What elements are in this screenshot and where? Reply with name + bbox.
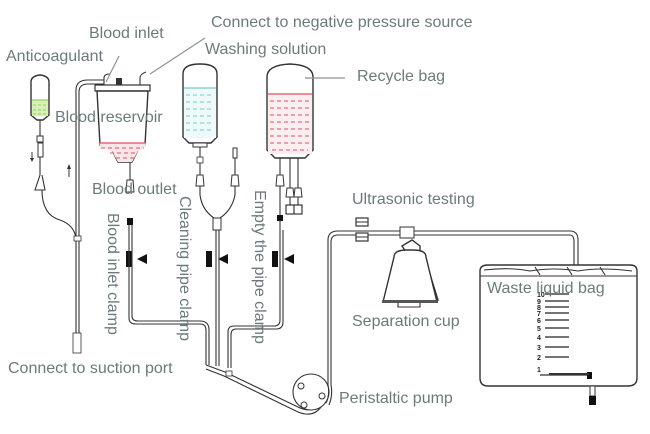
anticoagulant-bag bbox=[30, 74, 77, 239]
label-peristaltic-pump: Peristaltic pump bbox=[339, 390, 453, 407]
scale-label: 6 bbox=[537, 318, 541, 325]
washing-solution-bag bbox=[182, 63, 240, 231]
ultrasonic-sensor bbox=[355, 217, 369, 242]
recycle-bag bbox=[266, 63, 314, 230]
blood-reservoir bbox=[94, 71, 151, 225]
scale-label: 1 bbox=[537, 367, 541, 374]
leader-negative-pressure bbox=[149, 37, 206, 75]
empty-pipe-clamp[interactable] bbox=[272, 251, 294, 267]
label-recycle-bag: Recycle bag bbox=[357, 68, 445, 85]
label-blood-outlet: Blood outlet bbox=[92, 181, 177, 198]
peristaltic-pump bbox=[292, 230, 400, 411]
scale-label: 4 bbox=[537, 335, 541, 342]
label-blood-inlet: Blood inlet bbox=[89, 25, 164, 42]
label-anticoagulant: Anticoagulant bbox=[6, 48, 104, 65]
flow-arrow-up-icon bbox=[67, 164, 71, 177]
label-blood-reservoir: Blood reservoir bbox=[55, 109, 163, 126]
scale-label: 8 bbox=[537, 305, 541, 312]
scale-label: 2 bbox=[537, 355, 541, 362]
leader-blood-inlet bbox=[105, 55, 120, 83]
scale-label: 10 bbox=[537, 292, 545, 299]
label-waste-liquid-bag: Waste liquid bag bbox=[487, 280, 605, 297]
label-empty-pipe-clamp: Empty the pipe clamp bbox=[251, 190, 268, 344]
scale-label: 5 bbox=[537, 326, 541, 333]
suction-line bbox=[72, 79, 104, 354]
cleaning-pipe-clamp[interactable] bbox=[206, 251, 228, 267]
tubing-network bbox=[128, 225, 322, 415]
scale-label: 9 bbox=[537, 299, 541, 306]
scale-label: 7 bbox=[537, 311, 541, 318]
label-connect-suction: Connect to suction port bbox=[8, 360, 173, 377]
label-negative-pressure: Connect to negative pressure source bbox=[211, 14, 473, 31]
separation-cup bbox=[382, 226, 579, 308]
flow-arrow-down-icon bbox=[30, 152, 34, 162]
waste-liquid-bag bbox=[479, 264, 638, 405]
label-separation-cup: Separation cup bbox=[352, 313, 460, 330]
label-washing-solution: Washing solution bbox=[205, 41, 326, 58]
scale-label: 3 bbox=[537, 345, 541, 352]
label-ultrasonic-testing: Ultrasonic testing bbox=[352, 191, 475, 208]
label-cleaning-pipe-clamp: Cleaning pipe clamp bbox=[176, 196, 193, 341]
label-blood-inlet-clamp: Blood inlet clamp bbox=[104, 213, 121, 335]
